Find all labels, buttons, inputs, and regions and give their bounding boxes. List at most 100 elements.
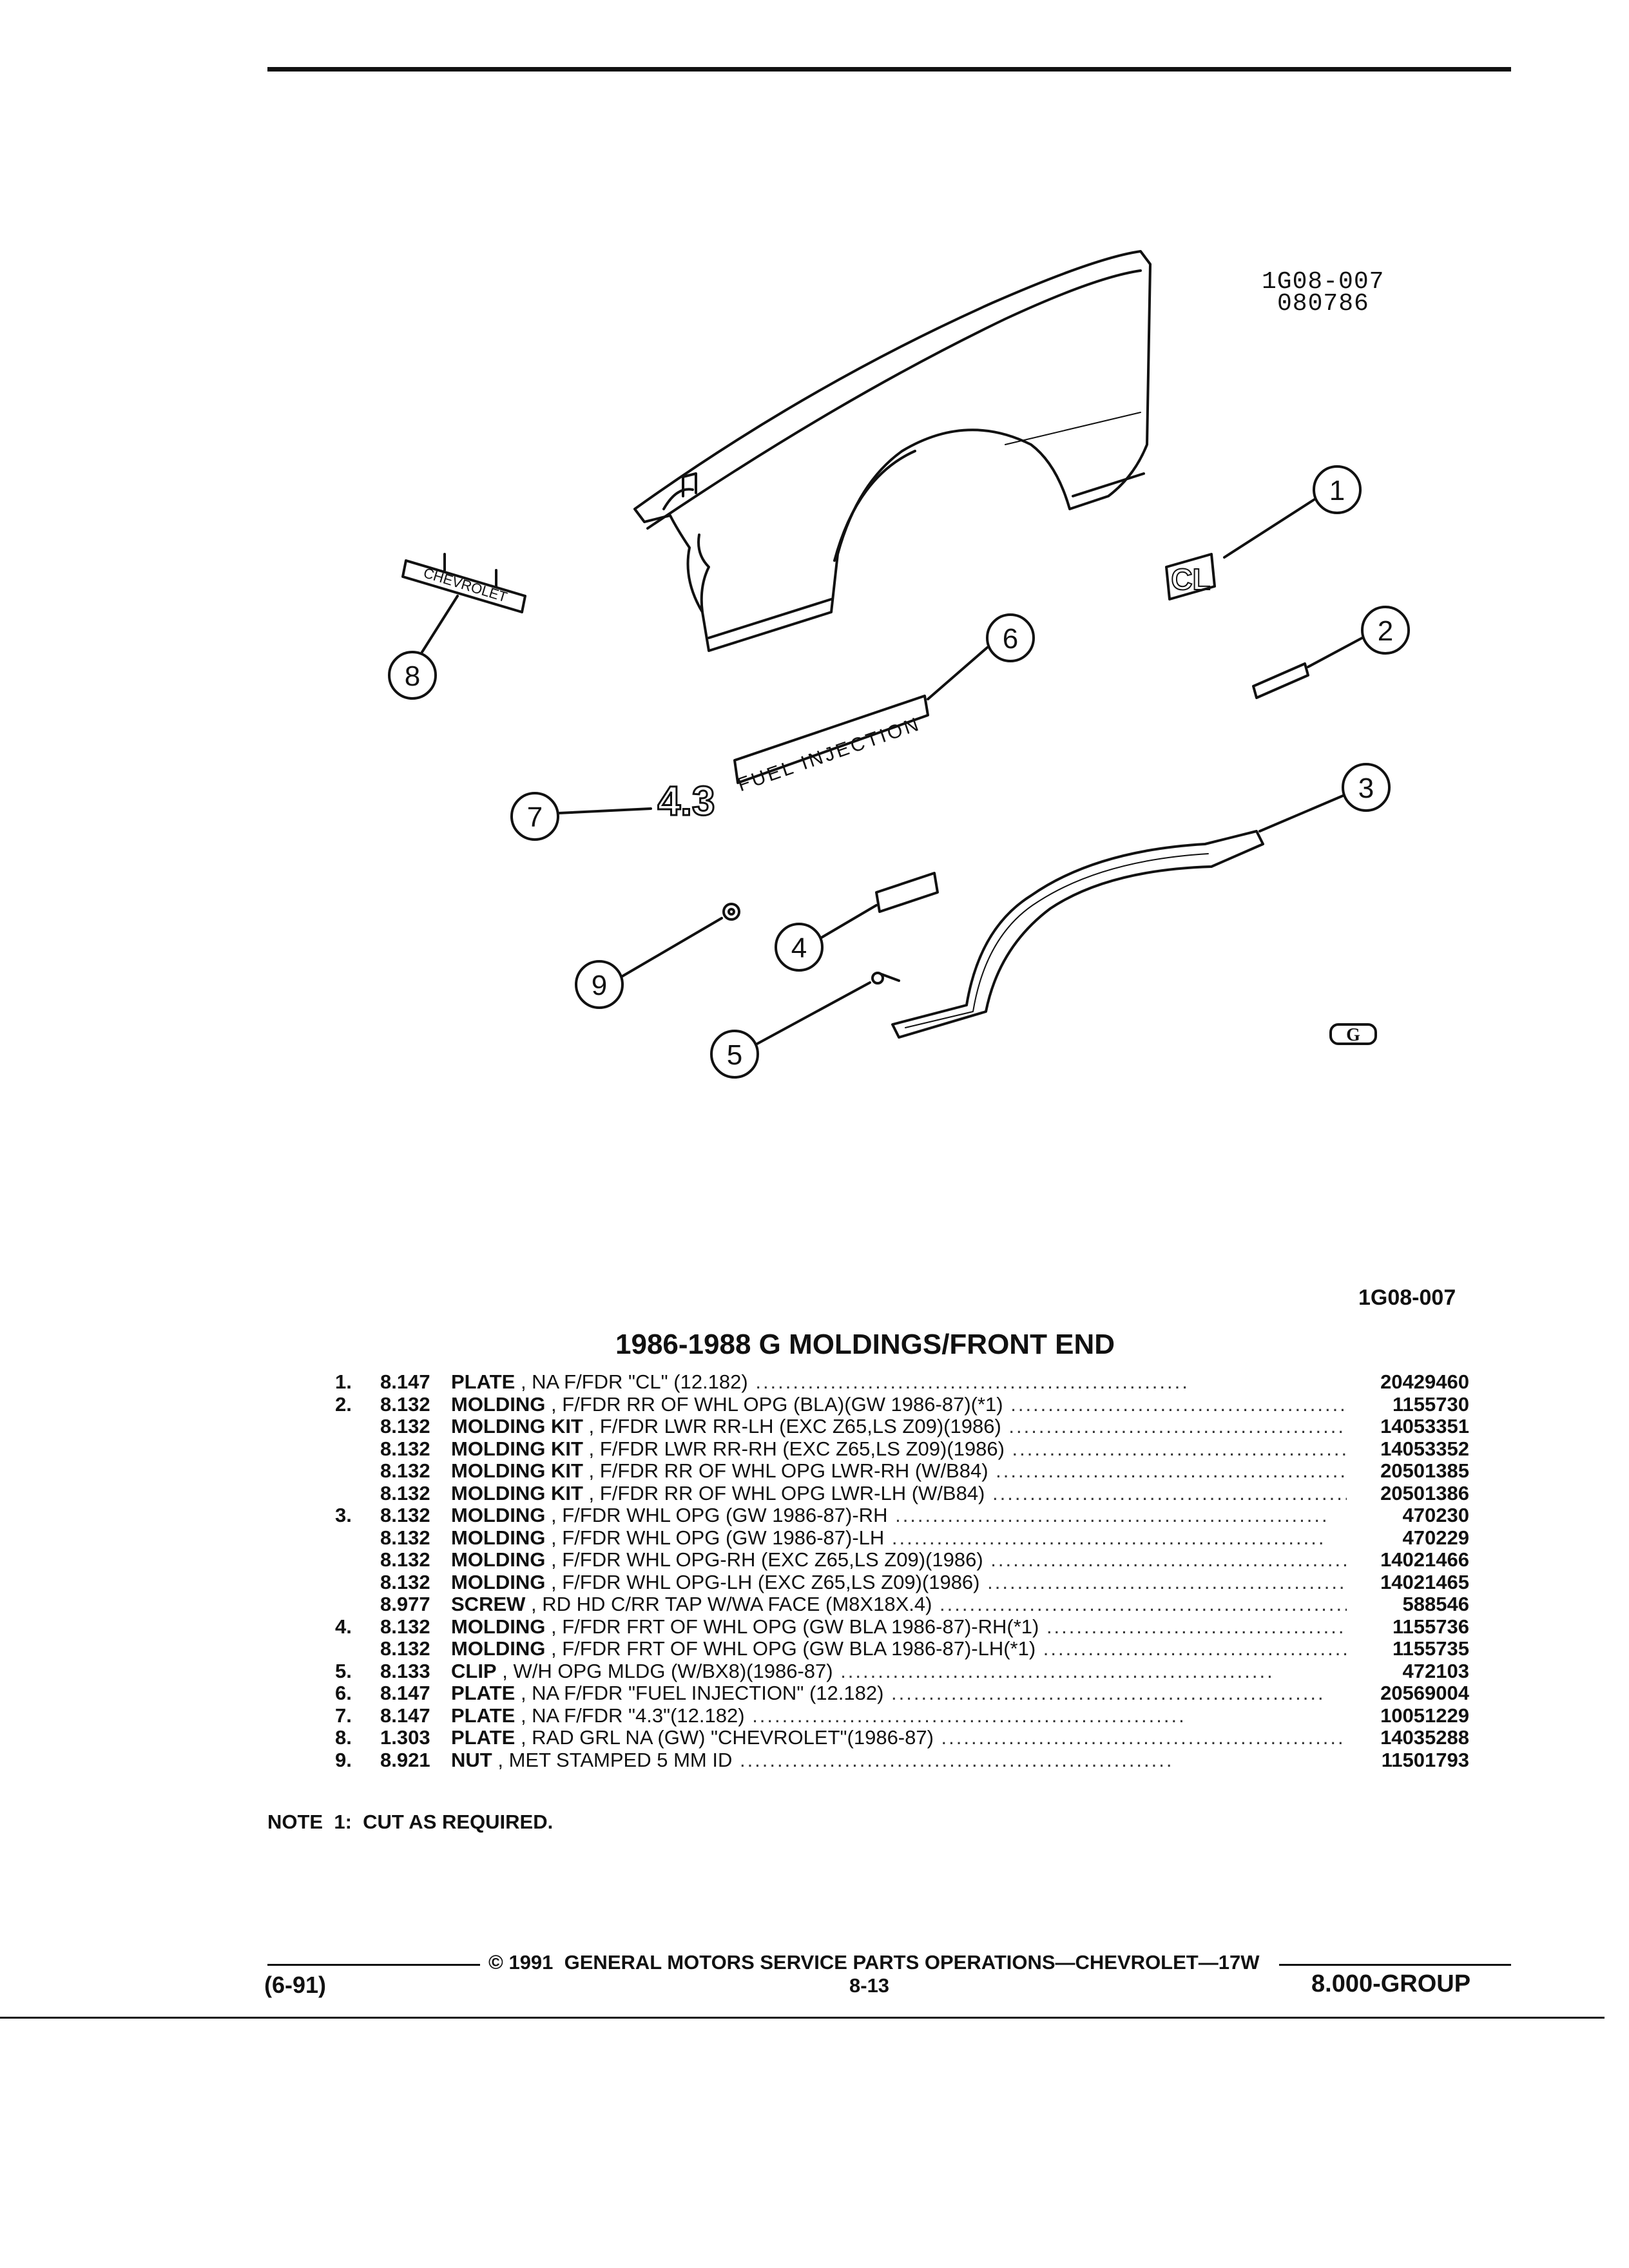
part-detail: , F/FDR LWR RR-RH (EXC Z65,LS Z09)(1986) [588,1437,1005,1460]
item-number [335,1593,380,1616]
group-number: 8.132 [380,1392,430,1416]
group-number: 8.132 [380,1570,430,1593]
part-description: MOLDING KIT , F/FDR RR OF WHL OPG LWR-LH… [451,1483,1347,1505]
part-detail: , NA F/FDR "CL" (12.182) [520,1371,748,1393]
callout-4 [775,904,878,972]
callout-number: 4 [791,932,807,964]
part-description: MOLDING , F/FDR WHL OPG-RH (EXC Z65,LS Z… [451,1549,1347,1571]
part-description: MOLDING KIT , F/FDR RR OF WHL OPG LWR-RH… [451,1460,1347,1483]
part-description: MOLDING , F/FDR WHL OPG-LH (EXC Z65,LS Z… [451,1571,1347,1594]
callout-2 [1307,606,1410,668]
item-number: 2. [335,1392,352,1416]
callout-number: 8 [405,660,420,692]
callout-number: 2 [1378,615,1393,647]
callout-5 [710,981,871,1079]
part-number: 20501385 [1380,1459,1469,1482]
group-number: 8.132 [380,1526,430,1549]
dot-leader: ........................................… [887,1504,1329,1526]
dot-leader: ........................................… [1012,1437,1347,1460]
part-name: MOLDING [451,1504,546,1526]
cl-emblem-text: CL [1171,562,1210,596]
part-detail: , NA F/FDR "4.3"(12.182) [520,1704,745,1727]
dot-leader: ........................................… [1008,1416,1347,1437]
part-detail: , F/FDR FRT OF WHL OPG (GW BLA 1986-87)-… [551,1638,1036,1660]
item-number [335,1571,380,1594]
g-logo-text: G [1346,1025,1360,1045]
part-name: CLIP [451,1660,497,1682]
part-name: PLATE [451,1371,516,1393]
dot-leader: ........................................… [987,1571,1347,1593]
part-number: 470230 [1402,1504,1469,1526]
group-number: 8.132 [380,1437,430,1460]
part-number: 10051229 [1380,1704,1469,1727]
dot-leader: ........................................… [732,1749,1174,1771]
part-number: 14035288 [1380,1726,1469,1749]
item-number: 6. [335,1682,352,1704]
item-number: 4. [335,1615,352,1638]
item-number: 3. [335,1504,352,1526]
item-number: 5. [335,1659,352,1682]
part-number: 588546 [1402,1593,1469,1615]
group-number: 8.977 [380,1593,430,1615]
fuel-injection-emblem-drawing [733,695,929,784]
part-detail: , RD HD C/RR TAP W/WA FACE (M8X18X.4) [531,1593,932,1615]
copyright-line: © 1991 GENERAL MOTORS SERVICE PARTS OPER… [488,1951,1260,1974]
group-number: 8.147 [380,1370,430,1393]
drawing-code: 1G08-007 [1262,268,1385,296]
part-number: 14021465 [1380,1570,1469,1593]
item-number: 9. [335,1748,352,1771]
nut-drawing [722,903,740,921]
group-number: 8.147 [380,1704,430,1727]
part-number: 20429460 [1380,1370,1469,1393]
dot-leader: ........................................… [1010,1393,1347,1416]
front-molding-drawing [875,872,939,913]
dot-leader: ........................................… [996,1460,1347,1482]
exploded-parts-diagram: 1 2 3 4 5 6 7 8 9 CL FUEL INJECTION CHEV… [388,250,1410,1079]
dot-leader: ........................................… [1043,1638,1347,1660]
part-number: 1155735 [1393,1637,1469,1660]
part-description: MOLDING , F/FDR FRT OF WHL OPG (GW BLA 1… [451,1638,1347,1660]
item-number [335,1638,380,1660]
front-fender-drawing [633,250,1152,652]
dot-leader: ........................................… [833,1660,1275,1682]
part-number: 14053351 [1380,1415,1469,1437]
page-number: 8-13 [849,1974,890,1997]
43-emblem-text: 4.3 [658,778,715,824]
part-name: PLATE [451,1704,516,1727]
part-description: MOLDING KIT , F/FDR LWR RR-RH (EXC Z65,L… [451,1438,1347,1461]
drawing-date: 080786 [1277,290,1369,318]
callout-number: 7 [527,802,543,833]
item-number [335,1460,380,1483]
footer-rule-right [1279,1964,1511,1966]
item-number [335,1549,380,1571]
dot-leader: ........................................… [1046,1615,1347,1638]
part-number: 20501386 [1380,1481,1469,1504]
part-detail: , F/FDR WHL OPG-LH (EXC Z65,LS Z09)(1986… [551,1571,980,1593]
part-detail: , F/FDR RR OF WHL OPG (BLA)(GW 1986-87)(… [551,1393,1003,1416]
part-name: PLATE [451,1727,516,1749]
chevrolet-emblem-drawing [401,559,526,613]
clip-drawing [871,972,900,985]
group-label: 8.000-GROUP [1311,1970,1471,1997]
group-number: 8.133 [380,1659,430,1682]
part-detail: , NA F/FDR "FUEL INJECTION" (12.182) [520,1682,884,1704]
part-description: NUT , MET STAMPED 5 MM ID ..............… [451,1749,1347,1772]
table-row: 5. 8.133 CLIP , W/H OPG MLDG (W/BX8)(1986-… [335,1660,1469,1683]
part-description: CLIP , W/H OPG MLDG (W/BX8)(1986-87) ...… [451,1660,1347,1683]
group-number: 8.921 [380,1748,430,1771]
footer-rule-left [267,1964,480,1966]
page-title: 1986-1988 G MOLDINGS/FRONT END [615,1329,1115,1360]
item-number: 7. [335,1704,352,1727]
dot-leader: ........................................… [884,1526,1326,1549]
group-number: 8.132 [380,1459,430,1482]
dot-leader: ........................................… [992,1482,1347,1504]
callout-8 [388,595,459,700]
